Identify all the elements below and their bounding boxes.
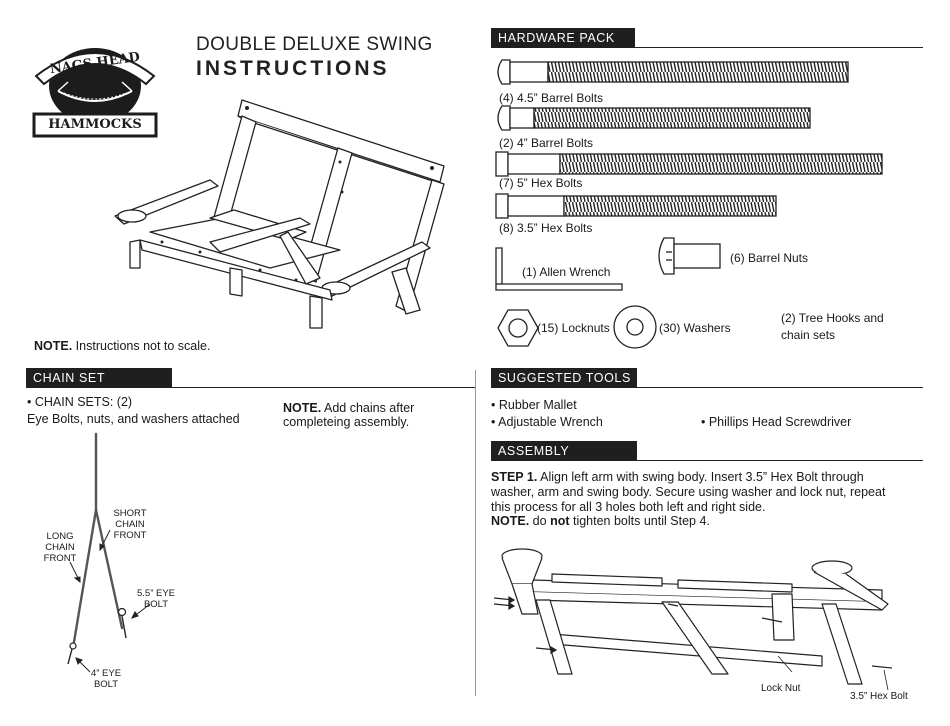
assembly-header: ASSEMBLY <box>491 441 637 461</box>
label-eye-bolt-4-1: 4” EYE <box>90 668 122 679</box>
assembly-illustration <box>493 548 893 691</box>
column-divider <box>475 370 476 696</box>
scale-note: NOTE. Instructions not to scale. <box>34 339 210 354</box>
chain-note-text: Add chains after <box>321 401 415 415</box>
assembly-step-1: STEP 1. Align left arm with swing body. … <box>491 470 864 485</box>
hardware-illustrations <box>495 59 883 349</box>
label-eye-bolt-4: 4” EYE BOLT <box>78 668 134 690</box>
step-1-line-1: Align left arm with swing body. Insert 3… <box>537 470 864 484</box>
tools-header-rule <box>637 387 923 388</box>
hardware-item-locknuts: (15) Locknuts <box>537 321 610 335</box>
hardware-item-tree-hooks-line2: chain sets <box>781 328 836 342</box>
tool-phillips-screwdriver: • Phillips Head Screwdriver <box>701 415 852 429</box>
label-short-chain: SHORT CHAIN FRONT <box>104 508 156 541</box>
swing-illustration <box>114 99 445 329</box>
chain-note-line2: completeing assembly. <box>283 415 410 429</box>
title-line-1: DOUBLE DELUXE SWING <box>196 34 433 55</box>
label-long-chain-2: CHAIN <box>45 542 75 553</box>
label-hex-bolt: 3.5” Hex Bolt <box>850 691 908 702</box>
allen-wrench-icon <box>495 247 623 291</box>
locknut-icon <box>497 309 539 347</box>
chain-sets-description: Eye Bolts, nuts, and washers attached <box>27 412 240 426</box>
scale-note-text: Instructions not to scale. <box>72 339 211 353</box>
barrel-bolt-4-icon <box>497 105 811 131</box>
label-short-chain-3: FRONT <box>113 530 147 541</box>
assembly-header-rule <box>637 460 923 461</box>
assembly-note-c: tighten bolts until Step 4. <box>569 514 710 528</box>
step-1-line-3: this process for all 3 holes both left a… <box>491 500 766 514</box>
chain-set-header: CHAIN SET <box>26 368 172 388</box>
washer-icon <box>613 305 657 349</box>
hardware-item-hex-5: (7) 5” Hex Bolts <box>499 176 583 190</box>
label-long-chain: LONG CHAIN FRONT <box>34 531 86 564</box>
step-1-line-2: washer, arm and swing body. Secure using… <box>491 485 886 499</box>
step-1-label: STEP 1. <box>491 470 538 484</box>
label-short-chain-1: SHORT <box>113 508 147 519</box>
chain-illustration <box>67 432 151 673</box>
label-eye-bolt-4-2: BOLT <box>93 679 119 690</box>
assembly-note-bold: NOTE. <box>491 514 530 528</box>
hex-bolt-35-icon <box>495 193 777 219</box>
brand-logo: NAGS HEAD HAMMOCKS <box>28 36 162 138</box>
label-long-chain-1: LONG <box>46 531 74 542</box>
hardware-pack-header: HARDWARE PACK <box>491 28 635 48</box>
assembly-note: NOTE. do not tighten bolts until Step 4. <box>491 514 710 529</box>
hardware-item-barrel-nuts: (6) Barrel Nuts <box>730 251 809 265</box>
assembly-note-not: not <box>550 514 570 528</box>
page-title: INSTRUCTIONS <box>196 57 390 80</box>
hardware-header-rule <box>635 47 923 48</box>
label-short-chain-2: CHAIN <box>115 519 145 530</box>
assembly-note-a: do <box>529 514 551 528</box>
label-eye-bolt-55-2: BOLT <box>143 599 169 610</box>
logo-bottom-text: HAMMOCKS <box>48 117 142 132</box>
hardware-item-barrel-4: (2) 4” Barrel Bolts <box>499 136 594 150</box>
barrel-bolt-45-icon <box>497 59 849 85</box>
hex-bolt-5-icon <box>495 151 883 177</box>
label-lock-nut: Lock Nut <box>761 683 801 694</box>
hardware-item-washers: (30) Washers <box>659 321 731 335</box>
scale-note-bold: NOTE. <box>34 339 73 353</box>
hardware-item-allen: (1) Allen Wrench <box>522 265 611 279</box>
barrel-nut-icon <box>658 237 721 275</box>
hardware-item-hex-35: (8) 3.5” Hex Bolts <box>499 221 593 235</box>
chain-header-rule <box>172 387 475 388</box>
chain-sets-count: • CHAIN SETS: (2) <box>27 395 133 409</box>
chain-note-bold: NOTE. <box>283 401 322 415</box>
tool-rubber-mallet: • Rubber Mallet <box>491 398 577 412</box>
label-long-chain-3: FRONT <box>43 553 77 564</box>
suggested-tools-header: SUGGESTED TOOLS <box>491 368 637 388</box>
hardware-item-tree-hooks: (2) Tree Hooks and <box>781 311 884 325</box>
tool-adjustable-wrench: • Adjustable Wrench <box>491 415 603 429</box>
label-eye-bolt-55: 5.5” EYE BOLT <box>128 588 184 610</box>
logo-graphic <box>32 48 158 138</box>
hardware-item-barrel-45: (4) 4.5” Barrel Bolts <box>499 91 604 105</box>
chain-note: NOTE. Add chains after <box>283 401 414 416</box>
label-eye-bolt-55-1: 5.5” EYE <box>136 588 176 599</box>
